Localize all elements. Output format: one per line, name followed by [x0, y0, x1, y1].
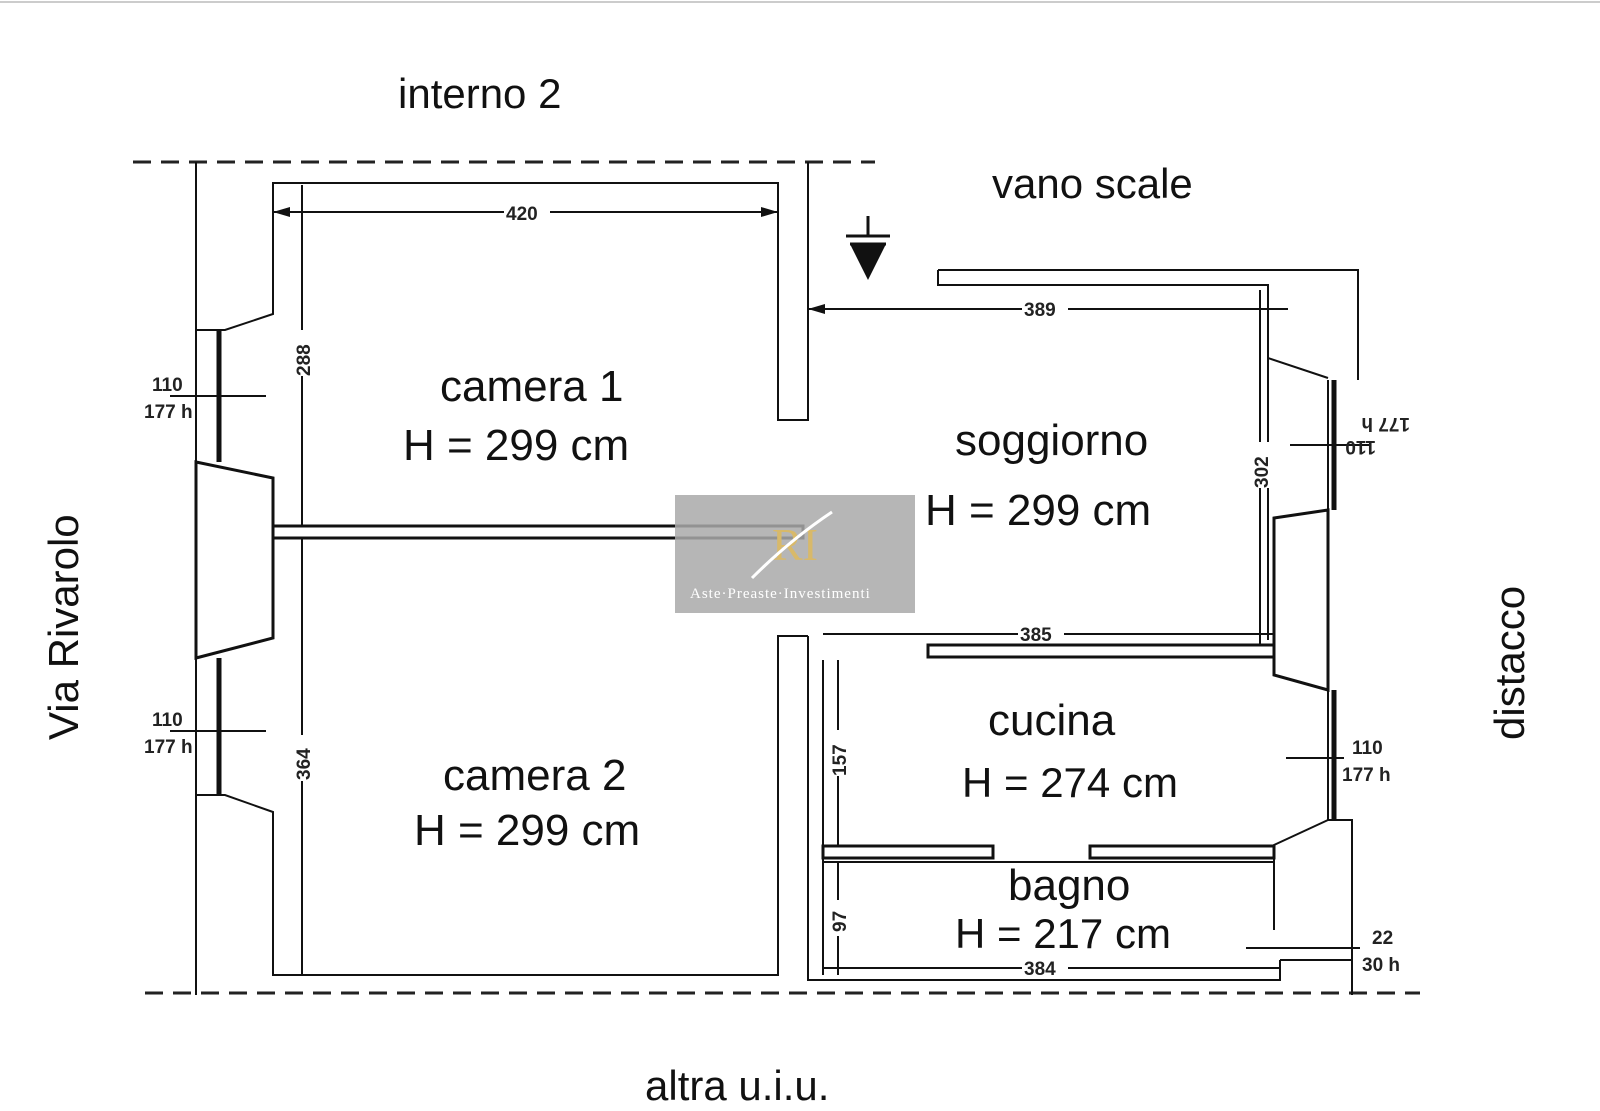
- label-via-rivarolo: Via Rivarolo: [40, 514, 87, 740]
- window-w1-width: 110: [152, 375, 183, 396]
- window-w2-height: 177 h: [144, 737, 193, 758]
- room-name-soggiorno: soggiorno: [955, 416, 1148, 465]
- room-height-camera-2: H = 299 cm: [414, 806, 640, 855]
- label-interno-2: interno 2: [398, 70, 561, 117]
- room-height-cucina: H = 274 cm: [962, 759, 1178, 806]
- watermark-tagline: Aste·Preaste·Investimenti: [690, 586, 871, 602]
- room-height-camera-1: H = 299 cm: [403, 421, 629, 470]
- label-altra-uiu: altra u.i.u.: [645, 1062, 829, 1109]
- dim-soggiorno-depth: 302: [1252, 456, 1273, 488]
- east-block-walls: [807, 269, 1359, 995]
- room-name-bagno: bagno: [1008, 861, 1130, 910]
- dimension-lines: [170, 185, 1370, 975]
- dim-soggiorno-width: 389: [1024, 300, 1056, 321]
- label-distacco: distacco: [1486, 586, 1533, 740]
- watermark: RI Aste·Preaste·Investimenti: [675, 495, 915, 613]
- dim-cucina-width: 385: [1020, 625, 1052, 646]
- entrance-arrow-icon: [846, 216, 890, 280]
- label-vano-scale: vano scale: [992, 160, 1193, 207]
- dim-camera1-depth: 288: [294, 344, 315, 376]
- dim-bagno-width: 384: [1024, 959, 1056, 980]
- dim-cucina-depth: 157: [830, 744, 851, 776]
- west-exterior-wall: [194, 162, 809, 995]
- dim-camera2-depth: 364: [294, 748, 315, 780]
- dim-bagno-depth: 97: [830, 911, 851, 932]
- window-w3-height: 177 h: [1361, 413, 1410, 434]
- window-w5-width: 22: [1372, 928, 1393, 949]
- room-name-camera-2: camera 2: [443, 751, 626, 800]
- room-height-bagno: H = 217 cm: [955, 910, 1171, 957]
- window-w5-height: 30 h: [1362, 955, 1400, 976]
- window-w1-height: 177 h: [144, 402, 193, 423]
- watermark-logo-icon: RI: [750, 510, 833, 580]
- room-name-cucina: cucina: [988, 696, 1116, 745]
- dim-camera1-width: 420: [506, 204, 538, 225]
- window-w4-height: 177 h: [1342, 765, 1391, 786]
- window-w3-width: 110: [1345, 436, 1376, 457]
- room-name-camera-1: camera 1: [440, 362, 623, 411]
- room-height-soggiorno: H = 299 cm: [925, 486, 1151, 535]
- window-w2-width: 110: [152, 710, 183, 731]
- window-w4-width: 110: [1352, 738, 1383, 759]
